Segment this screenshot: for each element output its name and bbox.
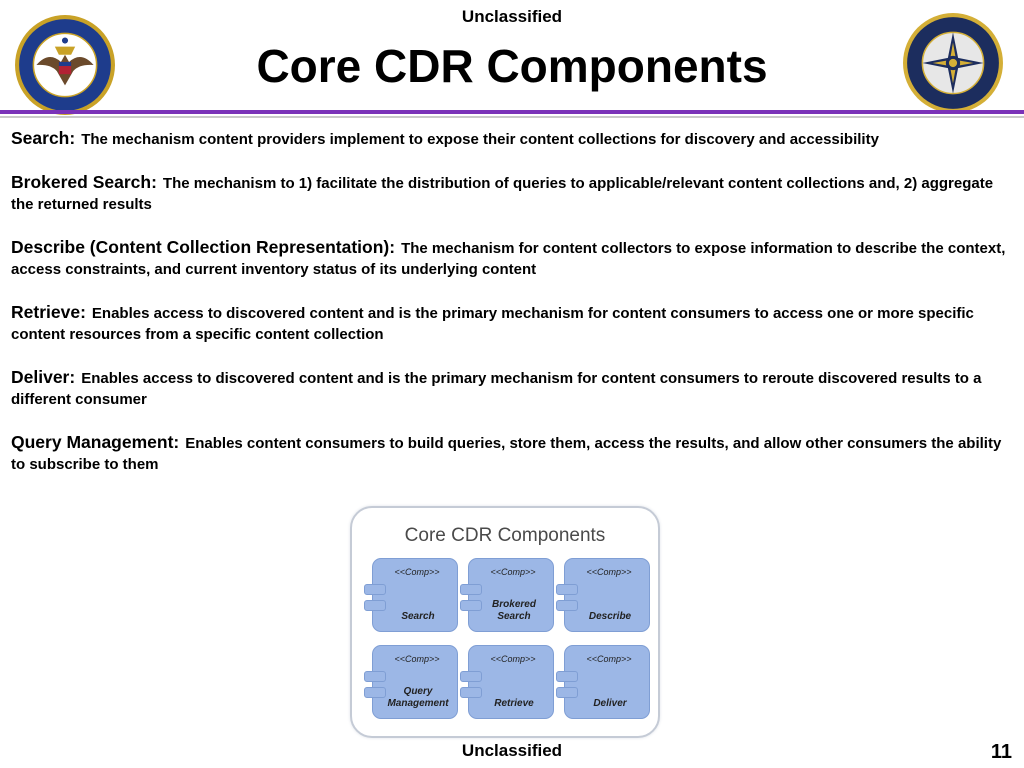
definition-deliver: Deliver:Enables access to discovered con… [11,367,1016,410]
header-rule [0,110,1024,114]
component-port [556,671,578,682]
term: Search: [11,128,76,148]
component-name: Query Management [387,686,449,709]
component-port [364,584,386,595]
component-name: Brokered Search [492,599,536,622]
description: Enables access to discovered content and… [11,305,974,343]
definition-describe: Describe (Content Collection Representat… [11,237,1016,280]
term: Retrieve: [11,302,86,322]
term: Describe (Content Collection Representat… [11,237,396,257]
component-stereotype: <<Comp>> [394,567,440,577]
component-stereotype: <<Comp>> [586,654,632,664]
classification-bottom: Unclassified [461,741,563,760]
component-name: Search [401,611,435,622]
component-name: Deliver [593,698,627,709]
component-port [364,600,386,611]
description: Enables access to discovered content and… [11,370,982,408]
component-deliver: <<Comp>> Deliver [556,645,650,719]
component-port [460,687,482,698]
component-name: Describe [588,611,632,622]
component-port [460,600,482,611]
definition-retrieve: Retrieve:Enables access to discovered co… [11,302,1016,345]
component-port [364,671,386,682]
component-stereotype: <<Comp>> [490,567,536,577]
component-port [556,600,578,611]
component-query-management: <<Comp>> Query Management [364,645,458,719]
term: Brokered Search: [11,172,157,192]
definition-search: Search: The mechanism content providers i… [11,128,1016,150]
component-brokered-search: <<Comp>> Brokered Search [460,558,554,632]
description: The mechanism to 1) facilitate the distr… [11,175,994,213]
slide-title: Core CDR Components [256,40,768,92]
component-name: Retrieve [494,698,534,709]
component-port [460,584,482,595]
definition-query-management: Query Management:Enables content consume… [11,432,1016,475]
components-diagram: Core CDR Components <<Comp>> Search <<Co… [350,506,660,738]
description: The mechanism content providers implemen… [81,131,879,148]
component-port [364,687,386,698]
definition-brokered-search: Brokered Search:The mechanism to 1) faci… [11,172,1016,215]
classification-top: Unclassified [461,7,563,26]
component-stereotype: <<Comp>> [394,654,440,664]
page-number: 11 [990,741,1012,763]
term: Query Management: [11,432,180,452]
component-describe: <<Comp>> Describe [556,558,650,632]
agency-seal-icon [903,13,1003,113]
description: Enables content consumers to build queri… [11,435,1002,473]
description: The mechanism for content collectors to … [11,240,1006,278]
component-retrieve: <<Comp>> Retrieve [460,645,554,719]
component-port [556,584,578,595]
component-port [460,671,482,682]
header-rule-shadow [0,116,1024,118]
component-stereotype: <<Comp>> [586,567,632,577]
component-stereotype: <<Comp>> [490,654,536,664]
component-port [556,687,578,698]
dod-seal-icon [15,15,115,115]
diagram-title: Core CDR Components [404,525,606,546]
term: Deliver: [11,367,76,387]
component-search: <<Comp>> Search [364,558,458,632]
definitions-list: Search: The mechanism content providers i… [11,128,1016,497]
